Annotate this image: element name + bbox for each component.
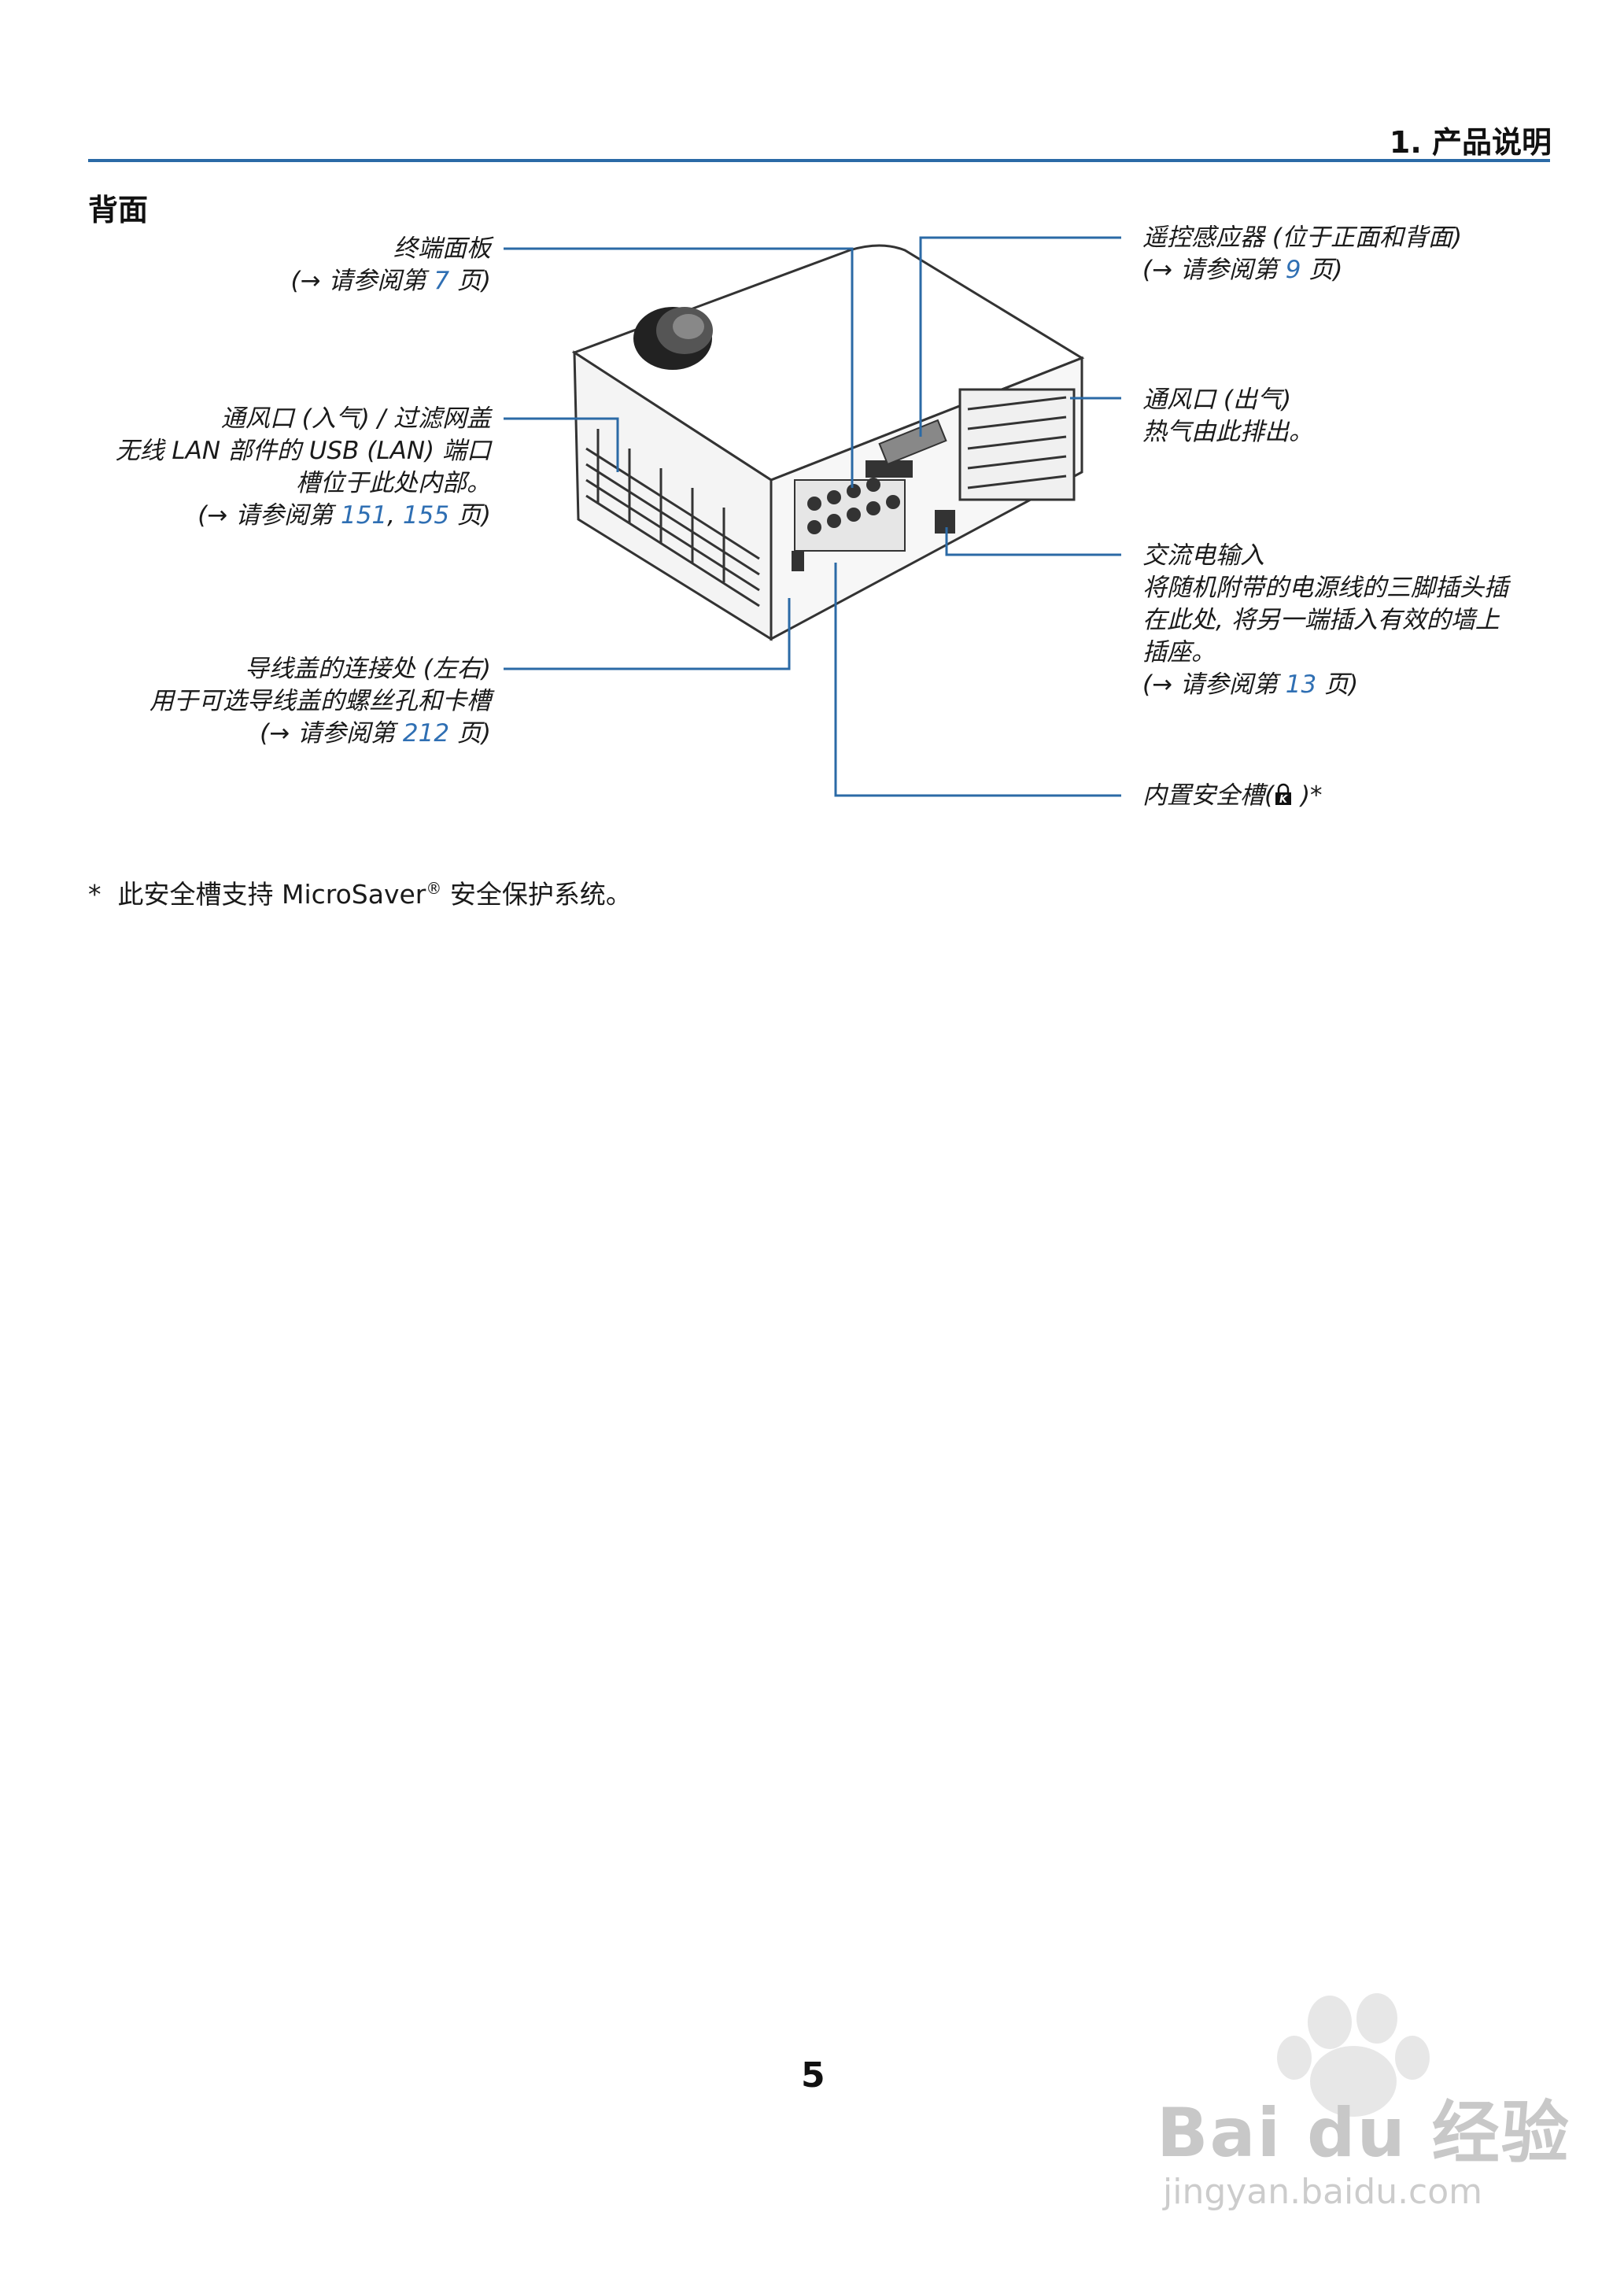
ref-suffix: 页) (1316, 670, 1359, 699)
callout-ac-input: 交流电输入 将随机附带的电源线的三脚插头插 在此处, 将另一端插入有效的墙上 插… (1142, 540, 1508, 701)
watermark-brand: Bai du 经验 (1157, 2094, 1570, 2173)
ac-label-3: 在此处, 将另一端插入有效的墙上 (1142, 606, 1500, 634)
leader-cable-cover (504, 598, 791, 670)
security-asterisk: )* (1293, 781, 1323, 810)
page-number: 5 (801, 2055, 825, 2095)
callout-terminal-panel: 终端面板 (→ 请参阅第 7 页) (291, 233, 491, 297)
ac-inlet (935, 510, 955, 534)
registered-mark: ® (426, 879, 442, 898)
cable-cover-label-2: 用于可选导线盖的螺丝孔和卡槽 (149, 687, 491, 715)
exhaust-vent (958, 388, 1076, 501)
svg-text:K: K (1279, 794, 1288, 806)
callout-exhaust-vent: 通风口 (出气) 热气由此排出。 (1142, 384, 1313, 449)
ref-prefix: (→ 请参阅第 (260, 719, 403, 748)
footnote-text: 此安全槽支持 MicroSaver (117, 879, 426, 910)
terminal-panel (794, 460, 913, 552)
terminal-label: 终端面板 (393, 234, 491, 263)
leader-ac-in (945, 527, 1121, 556)
security-text: 内置安全槽( (1142, 781, 1275, 810)
page-link-212[interactable]: 212 (402, 719, 450, 748)
ref-suffix: 页) (449, 719, 491, 748)
ref-separator: , (387, 501, 403, 530)
ref-prefix: (→ 请参阅第 (1142, 256, 1286, 284)
ref-suffix: 页) (449, 267, 491, 295)
security-label: 内置安全槽( K )* (1142, 780, 1323, 812)
remote-sensor-label: 遥控感应器 (位于正面和背面) (1142, 223, 1463, 252)
footnote: * 此安全槽支持 MicroSaver® 安全保护系统。 (88, 873, 632, 911)
remote-sensor-ref: (→ 请参阅第 9 页) (1142, 254, 1462, 286)
ref-prefix: (→ 请参阅第 (197, 501, 341, 530)
footnote-star: * (88, 879, 102, 910)
leader-lines (504, 236, 1121, 797)
projector-illustration (504, 236, 1121, 797)
page-link-13[interactable]: 13 (1285, 670, 1317, 699)
cable-cover-label-1: 导线盖的连接处 (左右) (244, 655, 491, 683)
page-link-9[interactable]: 9 (1285, 256, 1301, 284)
page-link-7[interactable]: 7 (434, 267, 450, 295)
intake-ref: (→ 请参阅第 151, 155 页) (116, 500, 491, 532)
intake-vent (585, 429, 760, 607)
remote-sensor (878, 419, 947, 466)
intake-label-3: 槽位于此处内部。 (296, 469, 491, 497)
ac-label-4: 插座。 (1142, 638, 1216, 666)
ref-suffix: 页) (449, 501, 491, 530)
ref-prefix: (→ 请参阅第 (290, 267, 434, 295)
intake-label-2: 无线 LAN 部件的 USB (LAN) 端口 (115, 437, 491, 465)
terminal-ref: (→ 请参阅第 7 页) (291, 265, 491, 297)
callout-cable-cover: 导线盖的连接处 (左右) 用于可选导线盖的螺丝孔和卡槽 (→ 请参阅第 212 … (149, 653, 491, 750)
section-title: 背面 (88, 193, 149, 227)
chapter-title: 1. 产品说明 (1389, 125, 1552, 160)
leader-security (834, 563, 1121, 797)
callout-security-slot: 内置安全槽( K )* (1142, 780, 1323, 812)
leader-remote-sensor (919, 236, 1121, 437)
callout-intake-vent: 通风口 (入气) / 过滤网盖 无线 LAN 部件的 USB (LAN) 端口 … (116, 403, 491, 532)
security-slot-mark (792, 551, 804, 571)
ac-label-1: 交流电输入 (1142, 541, 1264, 570)
page-link-155[interactable]: 155 (402, 501, 450, 530)
ac-label-2: 将随机附带的电源线的三脚插头插 (1142, 574, 1508, 602)
baidu-paw-icon (1277, 1993, 1430, 2117)
lens (633, 307, 713, 370)
kensington-lock-icon: K (1275, 783, 1292, 806)
leader-intake (504, 417, 619, 472)
cable-cover-ref: (→ 请参阅第 212 页) (149, 718, 491, 750)
callout-remote-sensor: 遥控感应器 (位于正面和背面) (→ 请参阅第 9 页) (1142, 222, 1462, 286)
exhaust-label-2: 热气由此排出。 (1142, 418, 1313, 446)
watermark-url: jingyan.baidu.com (1163, 2172, 1483, 2212)
ref-prefix: (→ 请参阅第 (1142, 670, 1286, 699)
ref-suffix: 页) (1301, 256, 1343, 284)
footnote-text-end: 安全保护系统。 (441, 879, 632, 910)
intake-label-1: 通风口 (入气) / 过滤网盖 (220, 404, 491, 433)
ac-ref: (→ 请参阅第 13 页) (1142, 669, 1508, 701)
page-link-151[interactable]: 151 (340, 501, 388, 530)
leader-terminal (504, 247, 854, 488)
header-rule (88, 159, 1550, 162)
exhaust-label-1: 通风口 (出气) (1142, 386, 1292, 414)
